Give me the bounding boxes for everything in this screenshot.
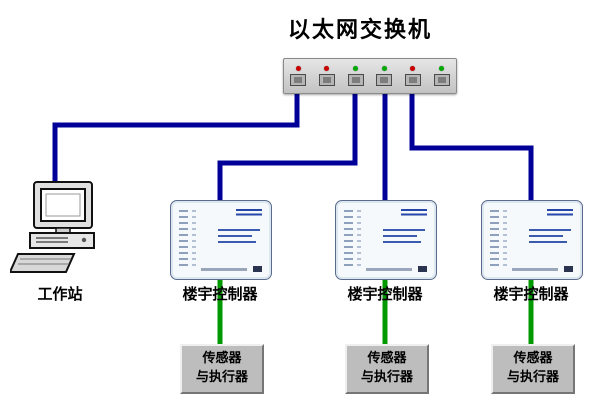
cable-switch-to-controller-1 xyxy=(217,90,358,204)
controller-model-line xyxy=(366,268,412,271)
sensor-label-line2: 与执行器 xyxy=(195,370,248,385)
port-led-red xyxy=(324,66,330,71)
port-jack xyxy=(290,74,307,86)
sensor-actuator-block-3: 传感器 与执行器 xyxy=(491,344,575,394)
power-button xyxy=(81,237,87,243)
port-led-red xyxy=(295,66,301,71)
sensor-label-line1: 传感器 xyxy=(202,351,242,367)
port-jack xyxy=(318,74,335,86)
controller-logo xyxy=(401,209,427,218)
workstation-graphic xyxy=(8,180,110,280)
computer-case xyxy=(29,232,95,249)
sensor-actuator-block-2: 传感器 与执行器 xyxy=(345,344,429,394)
building-controller-1 xyxy=(170,200,272,280)
building-controller-3 xyxy=(481,200,583,280)
port-led-green xyxy=(381,66,387,71)
switch-port xyxy=(318,66,335,86)
controller-2-label: 楼宇控制器 xyxy=(347,285,423,303)
sensor-label-line2: 与执行器 xyxy=(506,370,559,385)
controller-model-line xyxy=(512,268,558,271)
switch-ports xyxy=(284,59,456,93)
switch-port xyxy=(433,66,450,86)
sensor-label-line1: 传感器 xyxy=(513,351,553,367)
switch-port xyxy=(376,66,393,86)
port-jack xyxy=(433,74,450,86)
port-jack xyxy=(347,74,364,86)
cable-switch-to-controller-3 xyxy=(409,90,534,204)
controller-led-column xyxy=(192,210,196,267)
controller-led-column xyxy=(357,210,361,267)
port-led-green xyxy=(353,66,359,71)
port-jack xyxy=(376,74,393,86)
keyboard xyxy=(8,253,76,273)
workstation-label: 工作站 xyxy=(37,285,83,303)
controller-model-line xyxy=(201,268,247,271)
controller-chip xyxy=(418,266,427,272)
sensor-actuator-block-1: 传感器 与执行器 xyxy=(180,344,264,394)
controller-led-column xyxy=(503,210,507,267)
port-led-red xyxy=(410,66,416,71)
computer-illustration xyxy=(8,181,95,273)
cable-switch-to-workstation xyxy=(52,90,300,195)
controller-led-column xyxy=(344,210,353,267)
controller-text-lines xyxy=(529,229,571,247)
controller-text-lines xyxy=(218,229,260,247)
switch-port xyxy=(347,66,364,86)
ethernet-switch xyxy=(283,58,457,94)
port-led-green xyxy=(439,66,445,71)
monitor-screen-inner xyxy=(45,193,81,217)
controller-chip xyxy=(253,266,262,272)
diagram-title: 以太网交换机 xyxy=(287,18,432,43)
controller-logo xyxy=(547,209,573,218)
sensor-label-line1: 传感器 xyxy=(367,351,407,367)
port-jack xyxy=(404,74,421,86)
switch-port xyxy=(404,66,421,86)
controller-text-lines xyxy=(383,229,425,247)
sensor-label-line2: 与执行器 xyxy=(360,370,413,385)
controller-logo xyxy=(236,209,262,218)
controller-led-column xyxy=(490,210,499,267)
controller-1-label: 楼宇控制器 xyxy=(182,285,258,303)
controller-3-label: 楼宇控制器 xyxy=(493,285,569,303)
switch-port xyxy=(290,66,307,86)
building-controller-2 xyxy=(335,200,437,280)
controller-chip xyxy=(564,266,573,272)
controller-led-column xyxy=(179,210,188,267)
